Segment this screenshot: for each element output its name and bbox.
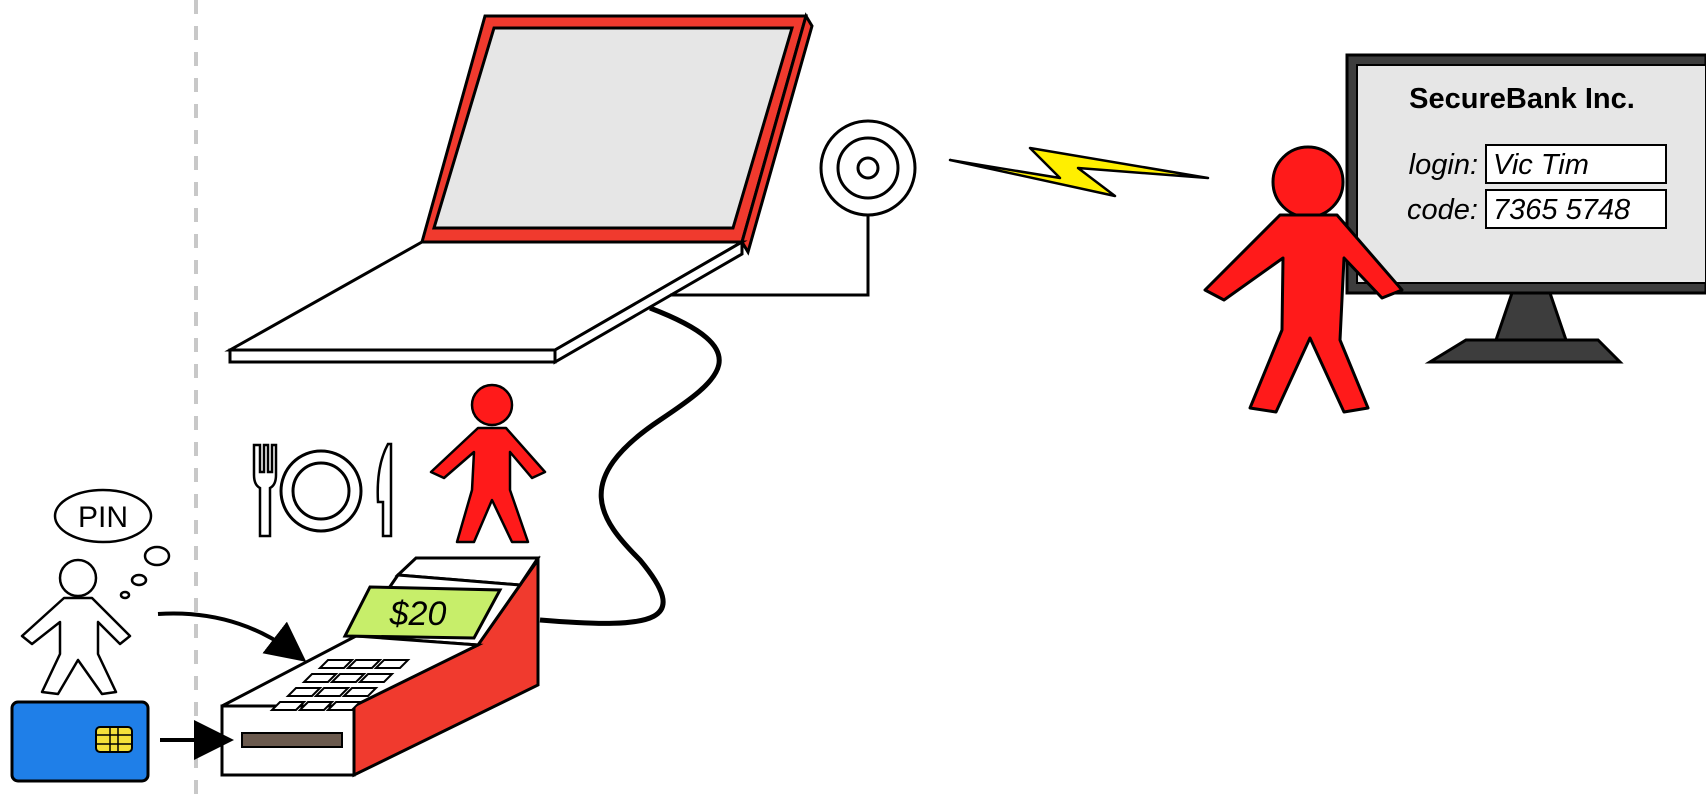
terminal-amount: $20 [389,595,447,633]
antenna-icon [821,121,915,215]
code-value: 7365 5748 [1493,194,1630,226]
laptop [230,16,812,362]
fork-icon [254,445,276,536]
bank-title: SecureBank Inc. [1409,83,1635,115]
payment-terminal [222,558,538,775]
knife-icon [378,444,391,536]
chip-icon [96,727,132,752]
monitor-base [1430,340,1620,362]
login-value: Vic Tim [1493,149,1589,181]
pin-entry-arrow [158,613,300,657]
plate-icon [281,451,361,531]
accomplice-figure [431,385,545,542]
attacker-figure [1273,147,1343,217]
code-label: code: [1407,194,1478,226]
login-label: login: [1409,149,1478,181]
card-slot [242,733,342,747]
monitor-stand [1496,293,1566,340]
laptop-screen [434,28,792,228]
lightning-icon [950,148,1208,196]
victim-figure [22,560,130,694]
thought-text: PIN [78,501,128,534]
